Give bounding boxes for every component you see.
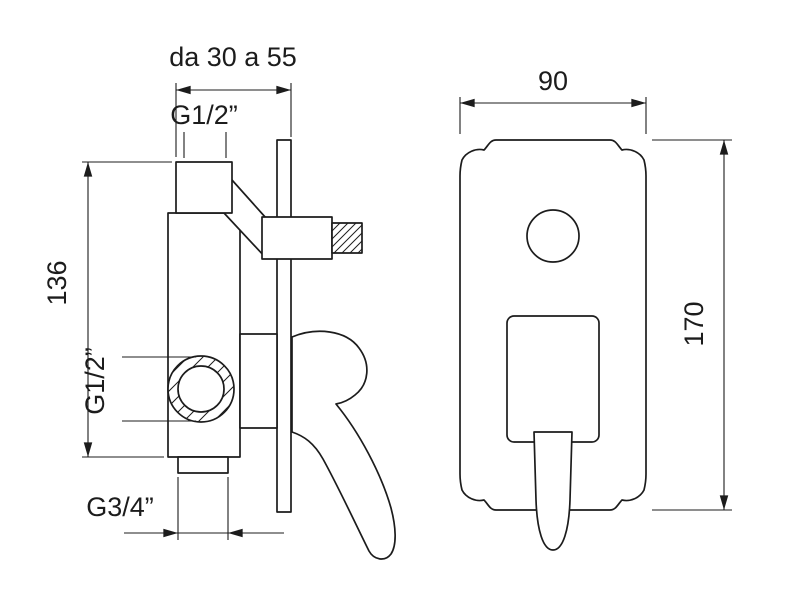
dim-top-thread-label: G1/2” xyxy=(170,100,238,130)
side-view xyxy=(167,139,396,560)
cartridge-housing xyxy=(239,333,278,429)
dim-inlet-thread: G1/2” xyxy=(80,347,196,422)
lever-handle-side xyxy=(291,330,396,560)
diverter-button xyxy=(526,209,580,263)
dim-inlet-thread-label: G1/2” xyxy=(80,347,110,415)
front-view xyxy=(459,139,647,551)
spout-outlet xyxy=(261,216,333,260)
dim-depth-range-label: da 30 a 55 xyxy=(169,42,297,72)
dim-plate-height-label: 170 xyxy=(679,301,709,346)
inlet-port-inner xyxy=(177,365,225,413)
dim-plate-width: 90 xyxy=(459,66,647,134)
bottom-outlet xyxy=(177,456,229,474)
spout-thread-hatch xyxy=(331,222,363,254)
dim-depth-range: da 30 a 55 xyxy=(169,42,297,157)
dim-body-height-label: 136 xyxy=(42,260,72,305)
lever-handle-front xyxy=(533,431,573,551)
dim-plate-width-label: 90 xyxy=(538,66,568,96)
spout-thread xyxy=(331,222,363,254)
handle-base-plate xyxy=(506,315,600,443)
dim-top-thread: G1/2” xyxy=(170,100,238,158)
dim-body-height: 136 xyxy=(42,161,172,458)
top-inlet xyxy=(175,161,233,214)
dim-plate-height: 170 xyxy=(652,139,732,511)
dim-outlet-thread-label: G3/4” xyxy=(86,492,154,522)
dim-outlet-thread: G3/4” xyxy=(86,477,284,540)
wall-plate-side xyxy=(276,139,292,513)
dimensions: da 30 a 55 G1/2” 136 G1/2” G xyxy=(42,42,732,540)
